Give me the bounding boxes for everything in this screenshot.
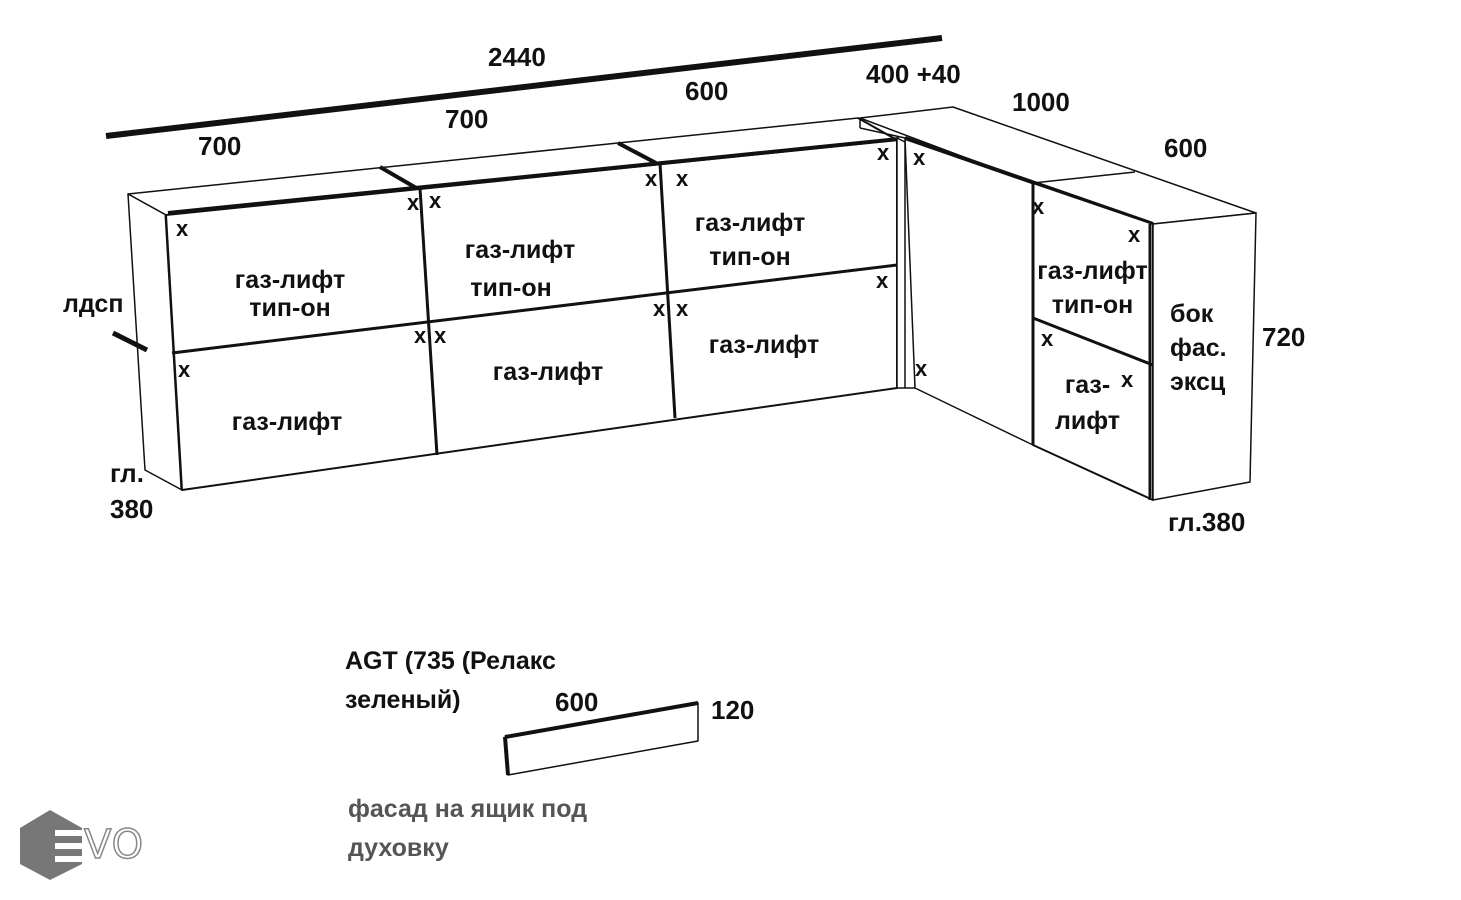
cell-1-top-line-1: газ-лифт xyxy=(234,266,346,294)
dim-side-length: 1000 xyxy=(1012,87,1070,117)
oven-facade-caption-1: фасад на ящик под xyxy=(348,795,588,823)
cell-2-top: газ-лифт тип-он xyxy=(435,233,605,305)
dim-height: 720 xyxy=(1262,322,1306,352)
dim-corner: 400 +40 xyxy=(866,59,961,89)
dim-total-width: 2440 xyxy=(488,42,546,72)
hinge-mark: x xyxy=(414,323,427,348)
hinge-mark: x xyxy=(176,216,189,241)
hinge-mark: x xyxy=(407,190,420,215)
total-dimension-line xyxy=(105,35,943,139)
hinge-mark: x xyxy=(645,166,658,191)
cell-1-bottom: газ-лифт xyxy=(202,405,372,439)
cell-1-bottom-line-1: газ-лифт xyxy=(231,408,343,436)
oven-facade-caption-2: духовку xyxy=(348,834,449,862)
side-cell-top: газ-лифт тип-он xyxy=(1020,254,1165,322)
hinge-mark: x xyxy=(877,140,890,165)
cell-1-top: газ-лифт тип-он xyxy=(205,263,375,325)
hinge-mark: x xyxy=(1032,194,1045,219)
hinge-mark: x xyxy=(676,166,689,191)
hinge-mark: x xyxy=(1121,367,1134,392)
oven-facade-title-2: зеленый) xyxy=(345,686,461,714)
side-cell-top-line-1: газ-лифт xyxy=(1037,257,1148,285)
oven-facade-title-1: AGT (735 (Релакс xyxy=(345,647,556,675)
hinge-mark: x xyxy=(1128,222,1141,247)
oven-facade-height: 120 xyxy=(711,695,755,725)
cell-3-bottom: газ-лифт xyxy=(679,328,849,362)
dim-depth-right: гл.380 xyxy=(1168,507,1246,537)
oven-facade-shape xyxy=(504,702,699,776)
cell-2-top-line-2: тип-он xyxy=(470,274,552,302)
cell-1-top-line-2: тип-он xyxy=(249,294,331,322)
side-panel-line-3: эксц xyxy=(1170,368,1226,396)
cell-2-bottom-line-1: газ-лифт xyxy=(492,358,604,386)
side-panel-line-2: фас. xyxy=(1170,334,1227,362)
cell-3-top: газ-лифт тип-он xyxy=(665,206,835,274)
oven-facade-width: 600 xyxy=(555,687,599,717)
side-cell-bottom-line-2: лифт xyxy=(1054,407,1121,435)
dim-width-3: 600 xyxy=(685,76,729,106)
side-divider xyxy=(1032,316,1154,367)
cell-3-top-line-1: газ-лифт xyxy=(694,209,806,237)
hinge-mark: x xyxy=(913,145,926,170)
dim-width-1: 700 xyxy=(198,131,242,161)
hinge-mark: x xyxy=(676,296,689,321)
right-end-panel xyxy=(1152,212,1257,501)
logo-icon xyxy=(20,810,85,880)
dim-depth-left-1: гл. xyxy=(110,458,144,488)
side-panel-line-1: бок xyxy=(1170,300,1214,328)
side-cell-top-line-2: тип-он xyxy=(1051,291,1134,319)
side-panel-label: бок фас. эксц xyxy=(1170,297,1227,399)
hinge-mark: x xyxy=(178,357,191,382)
cell-3-bottom-line-1: газ-лифт xyxy=(708,331,820,359)
cell-3-top-line-2: тип-он xyxy=(709,243,791,271)
cell-2-bottom: газ-лифт xyxy=(463,355,633,389)
hinge-mark: x xyxy=(653,296,666,321)
cell-2-top-line-1: газ-лифт xyxy=(464,236,576,264)
dim-depth-left-2: 380 xyxy=(110,494,154,524)
side-cell-bottom-line-1: газ- xyxy=(1064,371,1111,399)
side-inner-face xyxy=(904,137,1034,446)
hinge-mark: x xyxy=(434,323,447,348)
front-divider xyxy=(171,263,898,355)
material-pointer xyxy=(111,330,149,353)
dim-side-width: 600 xyxy=(1164,133,1208,163)
hinge-mark: x xyxy=(429,188,442,213)
material-label: лдсп xyxy=(63,290,124,318)
hinge-mark: x xyxy=(915,356,928,381)
side-cell-bottom: газ- лифт xyxy=(1040,368,1135,438)
hinge-mark: x xyxy=(876,268,889,293)
dim-width-2: 700 xyxy=(445,104,489,134)
logo-text: VO xyxy=(83,821,145,869)
hinge-mark: x xyxy=(1041,326,1054,351)
